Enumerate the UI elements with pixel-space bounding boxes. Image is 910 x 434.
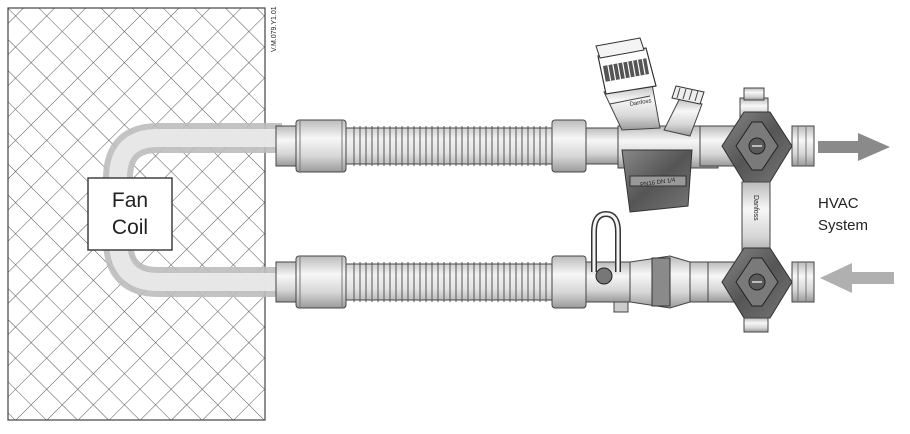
- top-flexible-hose: [275, 119, 619, 173]
- system-label-line1: HVAC: [818, 195, 859, 212]
- fan-coil-label-line2: Coil: [112, 216, 148, 239]
- bottom-manifold-valve: [707, 247, 815, 333]
- top-manifold-valve: [699, 87, 815, 183]
- balancing-valve: PN16 DN 1/4 Danfoss: [595, 37, 719, 213]
- return-arrow-left-icon: [820, 263, 894, 293]
- balancing-valve-model: PN16 DN 1/4: [640, 177, 676, 188]
- fan-coil-unit: Fan Coil: [7, 7, 282, 421]
- fan-coil-label-box: [87, 177, 173, 251]
- supply-arrow-right-icon: [818, 133, 890, 161]
- system-label-line2: System: [818, 217, 868, 234]
- fan-coil-label-line1: Fan: [112, 189, 148, 212]
- bypass-brand: Danfoss: [752, 195, 759, 221]
- drawing-code: V.M.079.Y1.01: [271, 6, 278, 52]
- bypass-tube: Danfoss: [741, 181, 771, 261]
- balancing-valve-brand: Danfoss: [629, 98, 652, 108]
- bottom-flexible-hose: [275, 255, 587, 309]
- ball-valve: [585, 210, 711, 313]
